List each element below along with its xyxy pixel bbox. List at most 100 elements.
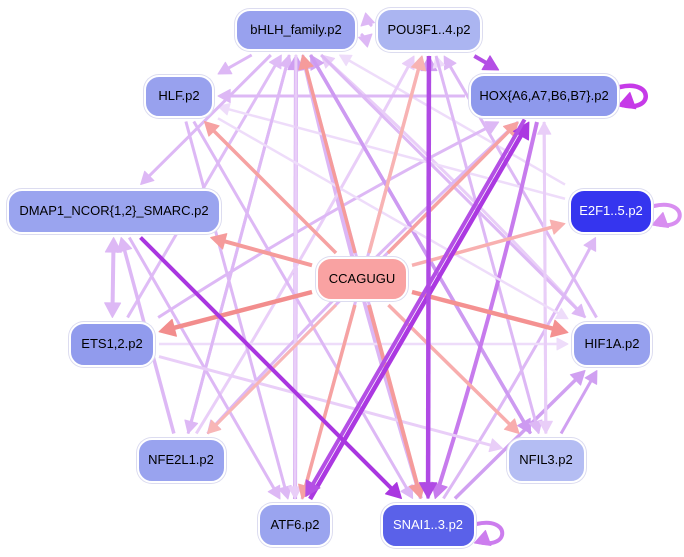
arrowhead-nfe2l1-pou3f1 (401, 55, 415, 71)
arrowhead-hlf-snai1 (400, 484, 414, 499)
edge-dmap1-atf6 (127, 236, 277, 492)
node-label-nfil3: NFIL3.p2 (519, 451, 573, 467)
node-nfil3[interactable]: NFIL3.p2 (506, 437, 586, 483)
arrowhead-ets-dmap1 (104, 237, 122, 253)
arrowhead-bhlh-hlf (217, 61, 233, 75)
arrowhead-ets-hif1a (556, 337, 569, 351)
node-hif1a[interactable]: HIF1A.p2 (572, 321, 652, 367)
arrowhead-dmap1-atf6 (267, 484, 281, 500)
arrowhead-pou3f1-bhlh (360, 12, 375, 27)
arrowhead-nfe2l1-dmap1 (117, 237, 133, 253)
node-atf6[interactable]: ATF6.p2 (258, 503, 332, 547)
edge-bhlh-dmap1 (146, 53, 272, 179)
arrowhead-ccagugu-hlf (204, 121, 220, 137)
arrowhead-ccagugu-hif1a (550, 319, 569, 338)
edge-ccagugu-atf6 (303, 304, 357, 490)
node-pou3f1[interactable]: POU3F1..4.p2 (376, 8, 482, 52)
self-loop-arrowhead-e2f1 (651, 212, 669, 229)
self-loop-arrowhead-snai1 (474, 530, 492, 547)
node-ets[interactable]: ETS1,2.p2 (69, 321, 155, 367)
node-label-hox: HOX{A6,A7,B6,B7}.p2 (479, 87, 609, 103)
arrowhead-bhlh-pou3f1 (358, 33, 373, 48)
edge-nfe2l1-pou3f1 (195, 63, 411, 435)
node-label-snai1: SNAI1..3.p2 (392, 516, 464, 532)
node-hlf[interactable]: HLF.p2 (144, 74, 214, 118)
arrowhead-e2f1-bhlh (339, 54, 353, 67)
arrowhead-snai1-hif1a (569, 370, 586, 386)
arrowhead-ccagugu-pou3f1 (410, 55, 427, 72)
edge-pou3f1-nfil3 (434, 55, 538, 425)
arrowhead-hif1a-pou3f1 (443, 55, 457, 71)
edge-ccagugu-hox (386, 128, 512, 255)
self-loop-arrowhead-hox (617, 91, 637, 110)
node-label-hlf: HLF.p2 (158, 87, 200, 103)
edge-ccagugu-hif1a (411, 289, 557, 332)
arrowhead-nfil3-hif1a (584, 370, 598, 385)
edge-dmap1-ets (110, 249, 116, 306)
node-label-ccagugu: CCAGUGU (328, 270, 396, 286)
arrowhead-bhlh-nfil3 (517, 417, 532, 434)
edge-ccagugu-dmap1 (221, 238, 313, 268)
arrowhead-pou3f1-snai1 (418, 482, 438, 499)
edge-ccagugu-hlf (210, 127, 338, 255)
arrowhead-ccagugu-nfe2l1 (207, 419, 222, 434)
node-label-hif1a: HIF1A.p2 (584, 335, 640, 351)
edge-ets-nfil3 (158, 355, 494, 448)
node-label-pou3f1: POU3F1..4.p2 (387, 21, 471, 37)
arrowhead-hlf-hif1a (555, 307, 569, 320)
arrowhead-ccagugu-dmap1 (210, 233, 228, 250)
node-hox[interactable]: HOX{A6,A7,B6,B7}.p2 (469, 74, 619, 118)
node-dmap1[interactable]: DMAP1_NCOR{1,2}_SMARC.p2 (7, 188, 221, 234)
node-label-dmap1: DMAP1_NCOR{1,2}_SMARC.p2 (19, 202, 209, 218)
edge-ccagugu-pou3f1 (367, 65, 421, 254)
arrowhead-hlf-atf6 (277, 485, 292, 500)
node-label-nfe2l1: NFE2L1.p2 (148, 451, 214, 467)
node-label-atf6: ATF6.p2 (270, 516, 320, 532)
arrowhead-hox-snai1 (431, 481, 448, 499)
arrowhead-bhlh-nfe2l1 (184, 419, 199, 434)
arrowhead-ets-hox (484, 121, 500, 134)
edge-ccagugu-e2f1 (411, 224, 556, 268)
arrowhead-snai1-e2f1 (583, 237, 597, 252)
arrowhead-hox-atf6 (305, 479, 321, 497)
edge-nfil3-hif1a (559, 378, 594, 435)
arrowhead-bhlh-hif1a (571, 303, 586, 318)
arrowhead-ets-bhlh (268, 54, 282, 70)
edge-ccagugu-ets (170, 289, 313, 331)
edge-ets-hox (157, 125, 491, 319)
node-label-bhlh: bHLH_family.p2 (250, 21, 342, 37)
arrowhead-ccagugu-bhlh (298, 54, 314, 71)
node-bhlh[interactable]: bHLH_family.p2 (235, 9, 357, 51)
edge-ccagugu-snai1 (367, 304, 420, 488)
edge-bhlh-hif1a (320, 53, 580, 312)
node-label-ets: ETS1,2.p2 (81, 335, 143, 351)
edge-hlf-snai1 (192, 120, 410, 491)
arrowhead-ccagugu-nfil3 (503, 418, 520, 434)
arrowhead-ets-nfil3 (488, 438, 503, 453)
node-snai1[interactable]: SNAI1..3.p2 (380, 502, 476, 548)
node-e2f1[interactable]: E2F1..5.p2 (569, 188, 653, 234)
edge-bhlh-nfil3 (309, 54, 527, 426)
edge-hlf-atf6 (184, 121, 287, 490)
edge-hox-snai1 (436, 121, 539, 488)
arrowhead-hox-nfil3 (538, 420, 553, 434)
edge-ccagugu-bhlh (303, 64, 357, 254)
arrowhead-bhlh-dmap1 (140, 170, 155, 185)
edge-bhlh-atf6 (293, 54, 298, 490)
node-nfe2l1[interactable]: NFE2L1.p2 (136, 437, 226, 483)
arrowhead-pou3f1-nfil3 (528, 419, 543, 434)
arrowhead-ccagugu-ets (158, 318, 177, 337)
node-label-e2f1: E2F1..5.p2 (579, 202, 643, 218)
node-ccagugu[interactable]: CCAGUGU (316, 257, 408, 301)
edge-ccagugu-nfe2l1 (213, 303, 338, 428)
edge-pou3f1-snai1 (425, 55, 432, 486)
edge-dmap1-snai1 (139, 236, 395, 492)
edge-bhlh-hlf (225, 53, 253, 71)
edge-hox-nfil3 (542, 121, 548, 424)
arrowhead-pou3f1-hox (481, 55, 500, 71)
edge-atf6-hox (308, 131, 525, 501)
edge-hlf-hif1a (217, 117, 561, 316)
arrowhead-dmap1-ets (104, 302, 122, 318)
edge-bhlh-nfe2l1 (189, 54, 291, 425)
